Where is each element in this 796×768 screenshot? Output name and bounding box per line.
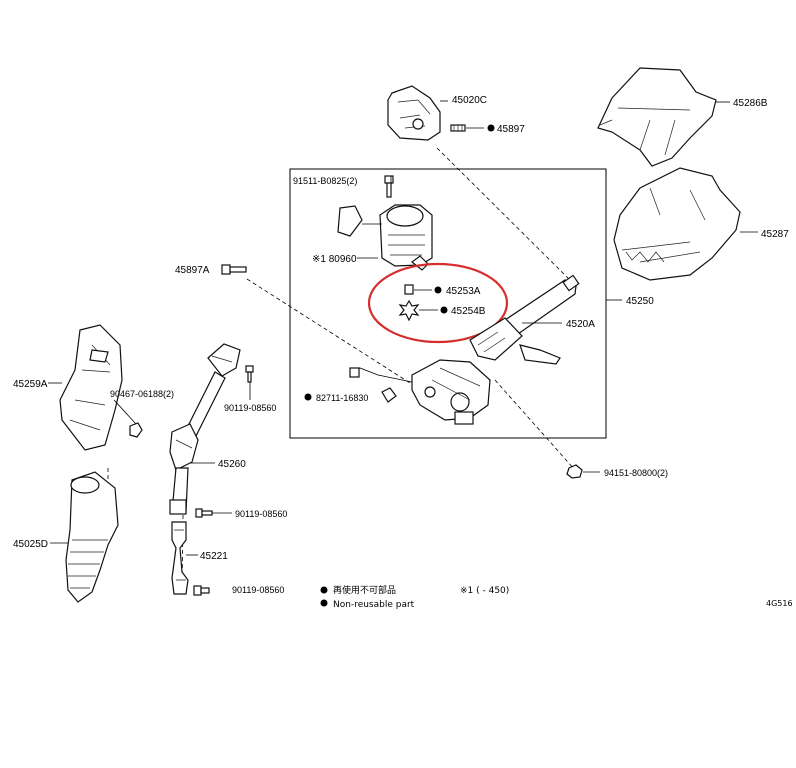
label-45020c: 45020C (452, 95, 487, 106)
label-90119-a: 90119-08560 (224, 403, 276, 413)
shaft-45221-part (171, 521, 198, 595)
bolt-90119a-part (245, 365, 254, 400)
label-45260: 45260 (218, 459, 246, 470)
bolt-45897a-part (221, 264, 247, 275)
label-45253a: 45253A (446, 286, 481, 297)
label-94151: 94151-80800(2) (604, 468, 668, 478)
shaft-45260-part (169, 343, 241, 515)
bolt-91511-part (384, 175, 394, 198)
label-45897: 45897 (497, 124, 525, 135)
cover-45287-part (613, 167, 741, 281)
bolt-90119c-part (193, 585, 210, 596)
label-45287: 45287 (761, 229, 789, 240)
nut-94151-part (566, 464, 600, 479)
legend-nonreusable-en: Non-reusable part (333, 600, 415, 610)
label-45221: 45221 (200, 551, 228, 562)
label-91511: 91511-B0825(2) (293, 176, 357, 186)
centerline-lower (494, 379, 576, 471)
label-90119-c: 90119-08560 (232, 585, 284, 595)
legend-note: ※1 ( - 450) (460, 586, 509, 596)
label-45025d: 45025D (13, 539, 48, 550)
label-45254b: 45254B (451, 306, 486, 317)
boot-45025d-part (65, 471, 119, 603)
label-45286b: 45286B (733, 98, 768, 109)
label-45250: 45250 (626, 296, 654, 307)
assembly-frame (289, 168, 607, 439)
label-45897a: 45897A (175, 265, 210, 276)
gear-45254b-part (398, 299, 448, 322)
legend-dot-1 (320, 586, 328, 594)
label-45259a: 45259A (13, 379, 48, 390)
motor-80960-part (337, 204, 433, 271)
label-4520a: 4520A (566, 319, 595, 330)
label-80960: ※1 80960 (312, 254, 357, 265)
legend-nonreusable-jp: 再使用不可部品 (333, 584, 396, 596)
cover-45259a-part (59, 324, 123, 451)
legend-dot-2 (320, 599, 328, 607)
figure-code: 4G516 (766, 599, 793, 608)
bolt-90119b-part (195, 508, 232, 518)
cover-45286b-part (597, 67, 717, 167)
clip-90467-part (113, 399, 143, 438)
nut-45253a-part (404, 284, 442, 295)
clamp-82711-part (381, 387, 397, 403)
centerline-upper (436, 147, 576, 286)
centerline-bolt (246, 278, 411, 384)
steering-column-4520a-part (349, 274, 580, 425)
screw-45897-part (450, 124, 495, 132)
label-82711: 82711-16830 (316, 393, 368, 403)
label-90119-b: 90119-08560 (235, 509, 287, 519)
label-90467: 90467-06188(2) (110, 389, 174, 399)
bracket-45020c-part (387, 85, 441, 141)
highlight-ellipse (367, 262, 509, 344)
